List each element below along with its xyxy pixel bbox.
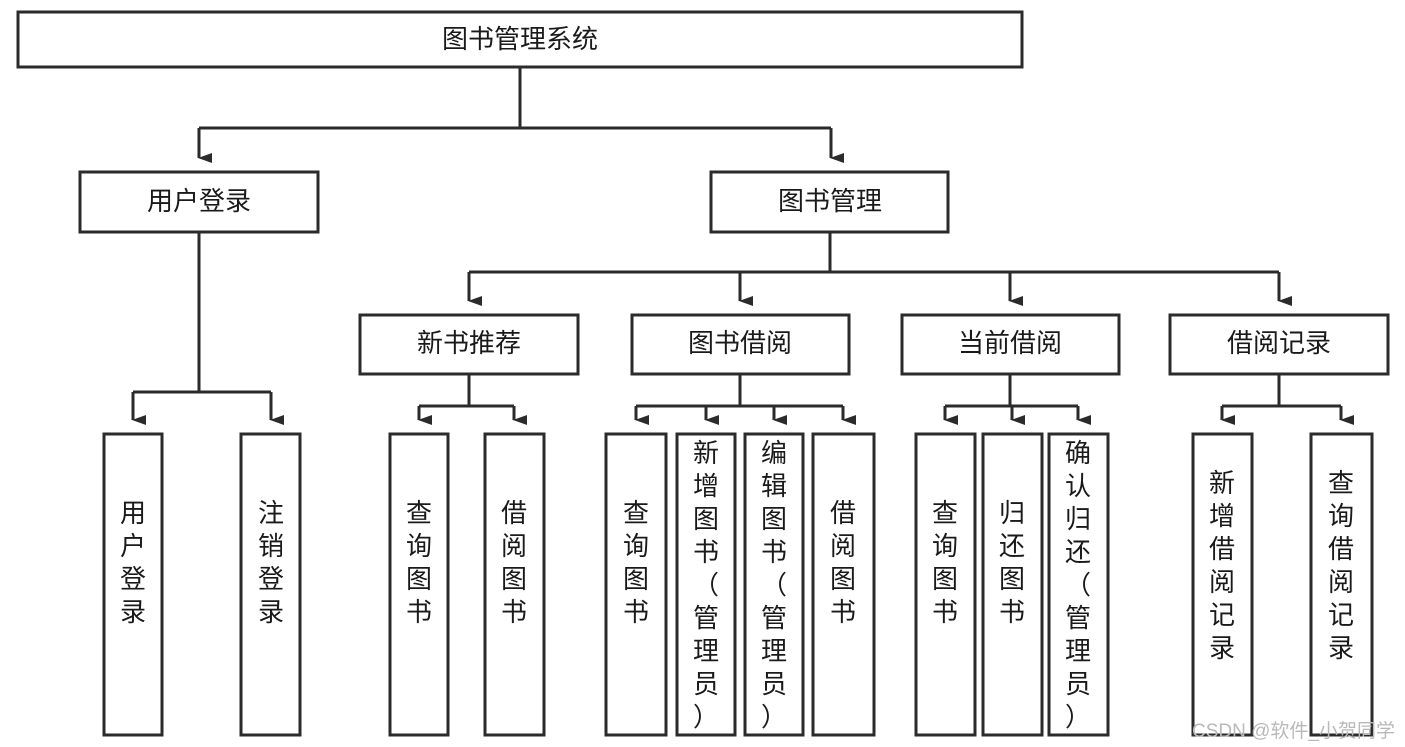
- leaf-node-edit-book-label: 编辑图书（管理员）: [761, 438, 787, 732]
- leaf-node-add-record-box[interactable]: [1191, 432, 1254, 737]
- leaf-node-borrow-book-rec[interactable]: 借阅图书: [483, 432, 546, 737]
- node-book-borrow-label: 图书借阅: [688, 328, 792, 358]
- leaf-node-query-book-rec-box[interactable]: [388, 432, 450, 737]
- leaf-node-query-record-label: 查询借阅记录: [1328, 468, 1354, 663]
- leaf-node-query-record[interactable]: 查询借阅记录: [1309, 432, 1374, 737]
- edge-layer: [131, 67, 1354, 425]
- node-new-book-recommend[interactable]: 新书推荐: [358, 313, 580, 376]
- leaf-node-add-book-label: 新增图书（管理员）: [693, 438, 719, 732]
- node-book-manage-label: 图书管理: [778, 186, 882, 216]
- node-root-label: 图书管理系统: [442, 24, 598, 54]
- node-book-borrow[interactable]: 图书借阅: [630, 313, 851, 376]
- leaf-node-return-book[interactable]: 归还图书: [981, 432, 1044, 737]
- node-current-borrow[interactable]: 当前借阅: [900, 313, 1121, 376]
- leaf-node-logout-box[interactable]: [239, 432, 302, 737]
- leaf-node-query-book-cur-label: 查询图书: [932, 498, 958, 627]
- leaf-node-borrow-book-rec-box[interactable]: [483, 432, 546, 737]
- leaf-node-confirm-return-box[interactable]: [1047, 432, 1110, 737]
- leaf-node-edit-book-box[interactable]: [743, 432, 805, 737]
- leaf-node-confirm-return[interactable]: 确认归还（管理员）: [1047, 432, 1110, 737]
- leaf-node-logout[interactable]: 注销登录: [239, 432, 302, 737]
- node-new-book-recommend-label: 新书推荐: [417, 328, 521, 358]
- leaf-node-borrow-book-rec-label: 借阅图书: [501, 498, 527, 627]
- node-borrow-record-label: 借阅记录: [1227, 328, 1331, 358]
- node-user-login-label: 用户登录: [147, 186, 251, 216]
- leaf-node-borrow-book[interactable]: 借阅图书: [811, 432, 876, 737]
- leaf-node-add-book[interactable]: 新增图书（管理员）: [675, 432, 737, 737]
- leaf-node-return-book-box[interactable]: [981, 432, 1044, 737]
- node-borrow-record-box[interactable]: [1168, 313, 1390, 376]
- leaf-node-query-book-borrow-label: 查询图书: [623, 498, 649, 627]
- node-book-manage-box[interactable]: [709, 170, 950, 234]
- leaf-node-add-record[interactable]: 新增借阅记录: [1191, 432, 1254, 737]
- node-book-manage[interactable]: 图书管理: [709, 170, 950, 234]
- node-root-box[interactable]: [16, 10, 1024, 69]
- leaf-node-return-book-label: 归还图书: [999, 498, 1025, 627]
- leaf-node-query-book-cur-box[interactable]: [914, 432, 977, 737]
- leaf-node-borrow-book-label: 借阅图书: [830, 498, 856, 627]
- leaf-node-user-login[interactable]: 用户登录: [102, 432, 164, 737]
- leaf-node-logout-label: 注销登录: [258, 498, 284, 627]
- node-current-borrow-label: 当前借阅: [958, 328, 1062, 358]
- leaf-node-query-book-borrow[interactable]: 查询图书: [604, 432, 668, 737]
- node-root[interactable]: 图书管理系统: [16, 10, 1024, 69]
- leaf-node-query-book-borrow-box[interactable]: [604, 432, 668, 737]
- node-current-borrow-box[interactable]: [900, 313, 1121, 376]
- node-new-book-recommend-box[interactable]: [358, 313, 580, 376]
- node-book-borrow-box[interactable]: [630, 313, 851, 376]
- leaf-node-confirm-return-label: 确认归还（管理员）: [1065, 438, 1091, 732]
- leaf-node-query-book-rec-label: 查询图书: [406, 498, 432, 627]
- leaf-node-query-book-rec[interactable]: 查询图书: [388, 432, 450, 737]
- node-user-login[interactable]: 用户登录: [78, 170, 320, 234]
- leaf-node-query-record-box[interactable]: [1309, 432, 1374, 737]
- node-user-login-box[interactable]: [78, 170, 320, 234]
- node-borrow-record[interactable]: 借阅记录: [1168, 313, 1390, 376]
- leaf-node-add-record-label: 新增借阅记录: [1209, 468, 1235, 663]
- leaf-node-query-book-cur[interactable]: 查询图书: [914, 432, 977, 737]
- leaf-node-add-book-box[interactable]: [675, 432, 737, 737]
- leaf-node-user-login-label: 用户登录: [120, 498, 146, 627]
- leaf-node-borrow-book-box[interactable]: [811, 432, 876, 737]
- leaf-node-user-login-box[interactable]: [102, 432, 164, 737]
- leaf-node-edit-book[interactable]: 编辑图书（管理员）: [743, 432, 805, 737]
